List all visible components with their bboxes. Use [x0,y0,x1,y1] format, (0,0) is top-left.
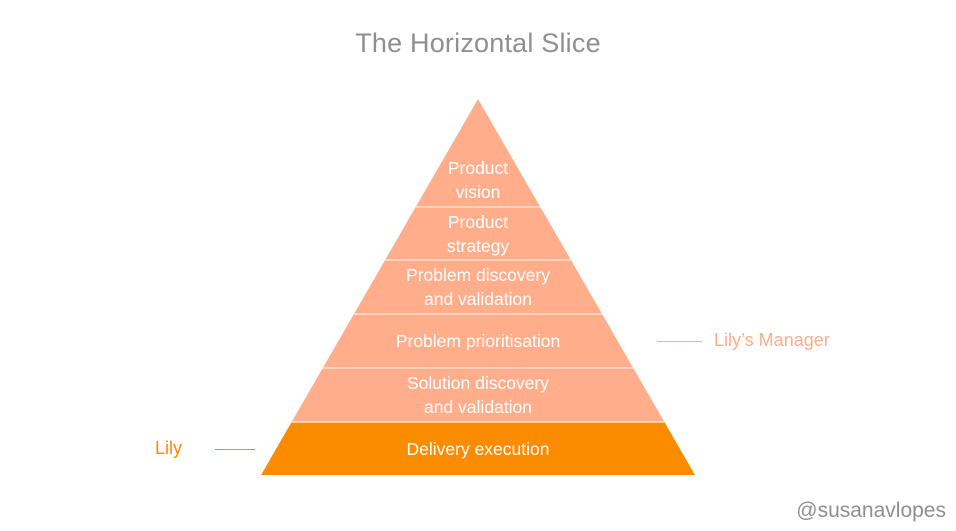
band-product-vision [415,99,541,207]
band-label-line: and validation [423,289,532,309]
band-label-line: Solution discovery [406,373,550,393]
author-watermark: @susanavlopes [796,499,946,522]
pyramid-dividers [291,206,665,423]
band-label-line: and validation [424,397,532,417]
band-label-product-strategy: Product strategy [447,210,509,258]
band-label-line: vision [455,182,501,202]
band-label-line: Product [447,211,509,232]
annotation-lilys-manager: Lily’s Manager [714,330,830,350]
band-label-line: Product [447,158,509,178]
annotation-lily: Lily [155,437,183,458]
band-problem-discovery [353,260,603,314]
band-label-solution-discovery: Solution discovery and validation [407,371,549,419]
lily-connector-line [215,448,255,450]
band-product-strategy [385,207,571,260]
band-label-line: Delivery execution [406,438,550,459]
band-solution-discovery [291,368,665,422]
band-label-problem-prioritisation: Problem prioritisation [396,329,560,353]
band-label-line: Problem discovery [406,265,550,285]
manager-connector-line [657,341,702,342]
band-delivery-execution [261,422,695,475]
band-label-line: strategy [446,235,510,256]
band-label-problem-discovery: Problem discovery and validation [406,263,550,311]
band-problem-prioritisation [322,314,634,368]
pyramid-bands [261,99,695,475]
diagram-title: The Horizontal Slice [355,28,601,58]
band-label-line: Problem prioritisation [395,331,561,351]
band-label-product-vision: Product vision [448,156,508,204]
band-label-delivery-execution: Delivery execution [407,437,550,461]
